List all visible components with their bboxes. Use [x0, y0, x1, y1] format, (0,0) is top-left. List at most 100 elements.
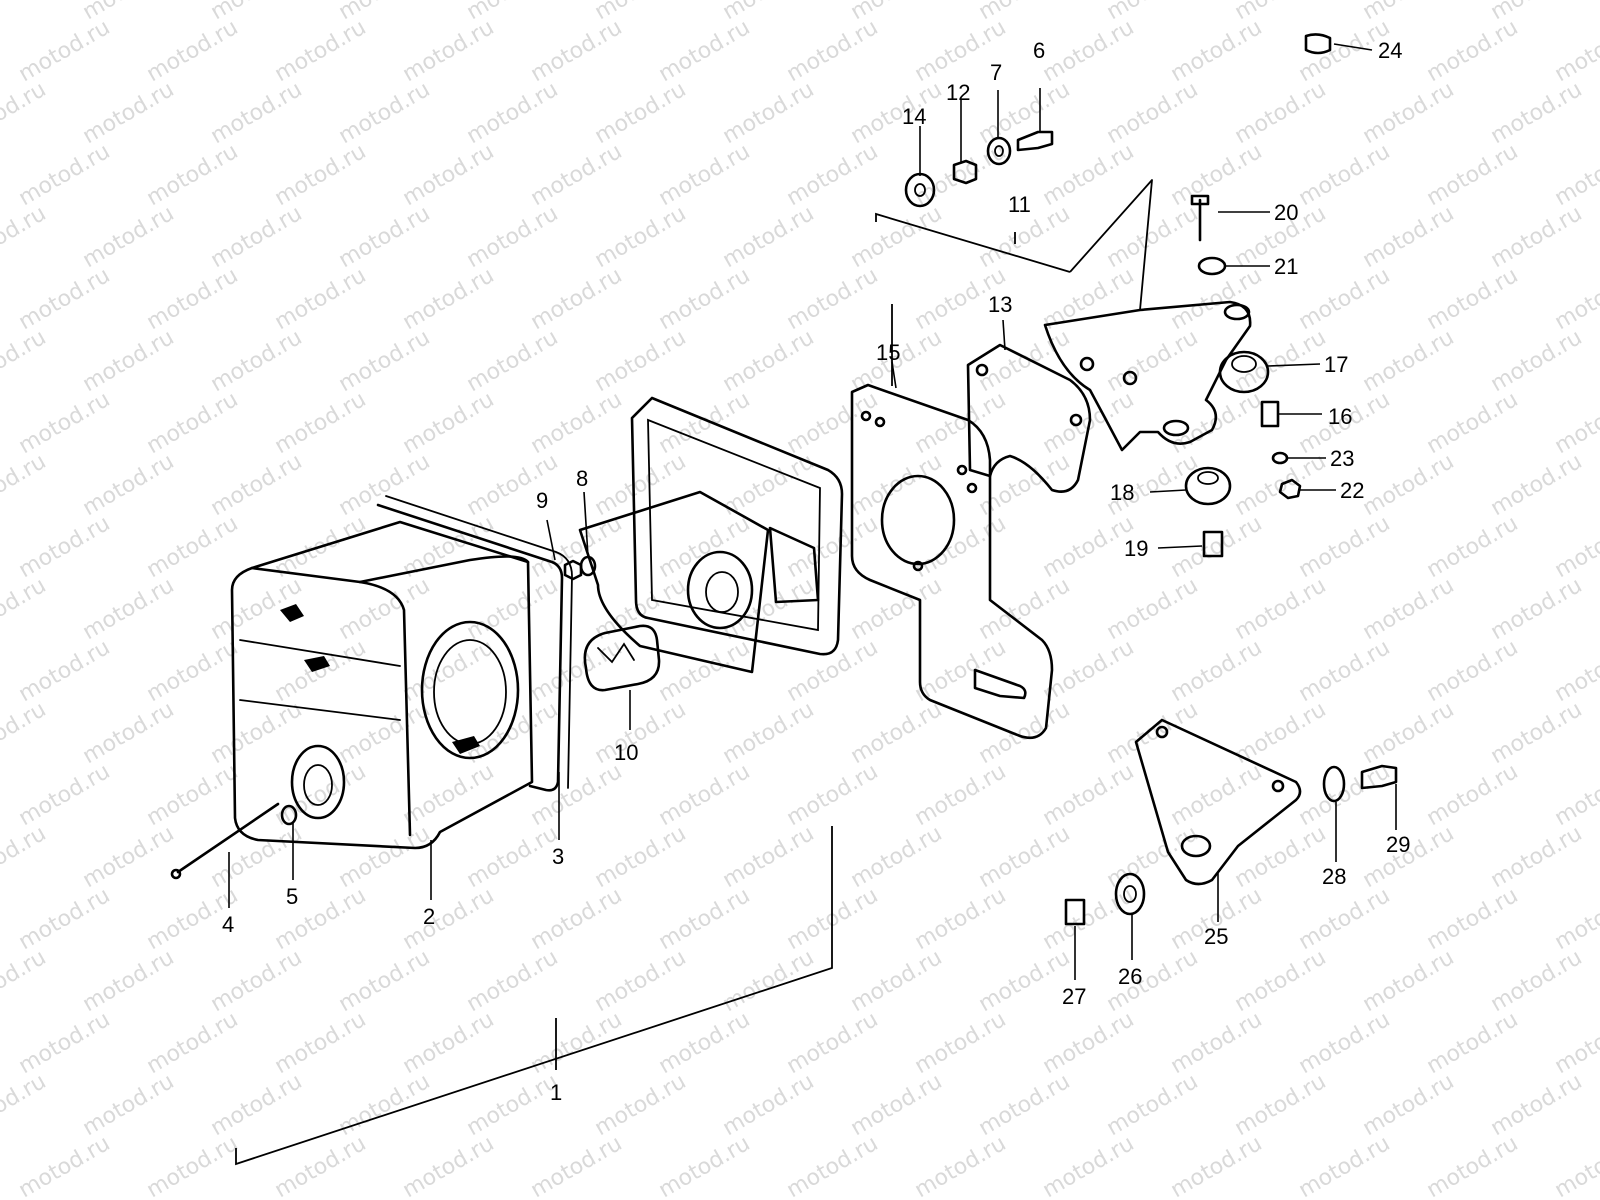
- watermark-text: motod.ru: [1231, 573, 1331, 645]
- watermark-text: motod.ru: [847, 77, 947, 149]
- callout-27: 27: [1062, 984, 1086, 1009]
- watermark-text: motod.ru: [143, 1131, 243, 1200]
- watermark-text: motod.ru: [399, 139, 499, 211]
- watermark-text: motod.ru: [271, 263, 371, 335]
- watermark-text: motod.ru: [1359, 1069, 1459, 1141]
- callout-9: 9: [536, 488, 548, 513]
- watermark-text: motod.ru: [655, 139, 755, 211]
- watermark-text: motod.ru: [1359, 325, 1459, 397]
- watermark-text: motod.ru: [271, 759, 371, 831]
- tail-light-housing: [230, 520, 534, 850]
- watermark-text: motod.ru: [1295, 1007, 1395, 1079]
- watermark-text: motod.ru: [335, 697, 435, 769]
- watermark-text: motod.ru: [399, 1131, 499, 1200]
- watermark-text: motod.ru: [1039, 635, 1139, 707]
- watermark-text: motod.ru: [1103, 325, 1203, 397]
- watermark-text: motod.ru: [719, 697, 819, 769]
- callout-23: 23: [1330, 446, 1354, 471]
- mounting-plate: [850, 383, 1054, 740]
- watermark-text: motod.ru: [1167, 1131, 1267, 1200]
- watermark-text: motod.ru: [15, 1131, 115, 1200]
- watermark-text: motod.ru: [1295, 759, 1395, 831]
- watermark-text: motod.ru: [1039, 139, 1139, 211]
- watermark-text: motod.ru: [527, 883, 627, 955]
- watermark-text: motod.ru: [527, 139, 627, 211]
- watermark-text: motod.ru: [0, 945, 50, 1017]
- watermark-text: motod.ru: [0, 697, 50, 769]
- watermark-text: motod.ru: [911, 387, 1011, 459]
- watermark-text: motod.ru: [655, 511, 755, 583]
- lens-gasket: [376, 495, 573, 792]
- callout-4: 4: [222, 912, 234, 937]
- watermark-text: motod.ru: [0, 325, 50, 397]
- watermark-text: motod.ru: [0, 821, 50, 893]
- watermark-text: motod.ru: [1295, 263, 1395, 335]
- watermark-text: motod.ru: [399, 759, 499, 831]
- watermark-text: motod.ru: [1487, 697, 1587, 769]
- watermark-text: motod.ru: [0, 201, 50, 273]
- watermark-text: motod.ru: [15, 635, 115, 707]
- watermark-text: motod.ru: [847, 201, 947, 273]
- watermark-text: motod.ru: [1487, 77, 1587, 149]
- watermark-text: motod.ru: [591, 821, 691, 893]
- watermark-text: motod.ru: [1551, 1007, 1600, 1079]
- watermark-text: motod.ru: [143, 139, 243, 211]
- watermark-text: motod.ru: [1423, 139, 1523, 211]
- watermark-text: motod.ru: [591, 201, 691, 273]
- callout-22: 22: [1340, 478, 1364, 503]
- watermark-text: motod.ru: [399, 883, 499, 955]
- watermark-text: motod.ru: [1295, 139, 1395, 211]
- watermark-text: motod.ru: [1487, 945, 1587, 1017]
- watermark-text: motod.ru: [271, 139, 371, 211]
- watermark-text: motod.ru: [1551, 511, 1600, 583]
- watermark-text: motod.ru: [655, 387, 755, 459]
- watermark-text: motod.ru: [1103, 1069, 1203, 1141]
- watermark-text: motod.ru: [1551, 139, 1600, 211]
- watermark-text: motod.ru: [1295, 883, 1395, 955]
- watermark-text: motod.ru: [655, 1131, 755, 1200]
- watermark-text: motod.ru: [975, 821, 1075, 893]
- callout-labels: 1 2 3 4 5 6 7 8 9 10 11 12 13 14 15 16 1…: [222, 38, 1410, 1105]
- callout-5: 5: [286, 884, 298, 909]
- callout-17: 17: [1324, 352, 1348, 377]
- watermark-text: motod.ru: [1167, 635, 1267, 707]
- watermark-text: motod.ru: [527, 1007, 627, 1079]
- watermark-text: motod.ru: [1039, 1007, 1139, 1079]
- watermark-text: motod.ru: [655, 883, 755, 955]
- watermark-text: motod.ru: [399, 1007, 499, 1079]
- watermark-text: motod.ru: [1167, 139, 1267, 211]
- callout-19: 19: [1124, 536, 1148, 561]
- screw-washer: [280, 804, 298, 826]
- watermark-text: motod.ru: [783, 635, 883, 707]
- watermark-text: motod.ru: [79, 77, 179, 149]
- watermark-text: motod.ru: [1231, 821, 1331, 893]
- watermark-text: motod.ru: [591, 1069, 691, 1141]
- watermark-text: motod.ru: [1039, 15, 1139, 87]
- watermark-text: motod.ru: [1359, 77, 1459, 149]
- watermark-text: motod.ru: [783, 511, 883, 583]
- watermark-text: motod.ru: [1103, 201, 1203, 273]
- watermark-text: motod.ru: [271, 387, 371, 459]
- watermark-text: motod.ru: [975, 697, 1075, 769]
- watermark-text: motod.ru: [271, 635, 371, 707]
- watermark-text: motod.ru: [1551, 263, 1600, 335]
- watermark-text: motod.ru: [79, 1069, 179, 1141]
- callout-28: 28: [1322, 864, 1346, 889]
- watermark-text: motod.ru: [15, 1007, 115, 1079]
- watermark-text: motod.ru: [655, 15, 755, 87]
- watermark-text: motod.ru: [15, 139, 115, 211]
- watermark-text: motod.ru: [463, 201, 563, 273]
- watermark-text: motod.ru: [15, 263, 115, 335]
- callout-8: 8: [576, 466, 588, 491]
- watermark-text: motod.ru: [1423, 883, 1523, 955]
- watermark-text: motod.ru: [1423, 387, 1523, 459]
- watermark-text: motod.ru: [1551, 1131, 1600, 1200]
- watermark-text: motod.ru: [1487, 201, 1587, 273]
- watermark-text: motod.ru: [1359, 573, 1459, 645]
- watermark-text: motod.ru: [1359, 697, 1459, 769]
- watermark-text: motod.ru: [527, 1131, 627, 1200]
- callout-26: 26: [1118, 964, 1142, 989]
- leader-lines: [228, 43, 1397, 980]
- watermark-text: motod.ru: [847, 945, 947, 1017]
- watermark-text: motod.ru: [15, 759, 115, 831]
